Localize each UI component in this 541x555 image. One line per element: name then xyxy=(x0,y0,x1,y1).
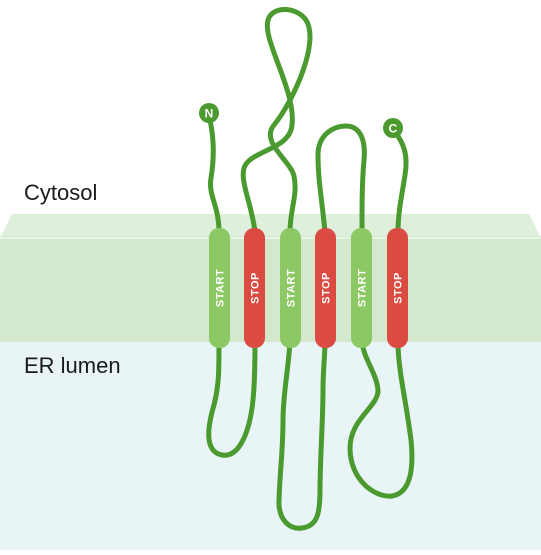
segment-5-label: START xyxy=(357,269,369,307)
polypeptide-chain xyxy=(206,7,415,531)
segment-5-start xyxy=(351,228,372,348)
chain-cytosol-loop-2 xyxy=(315,123,367,235)
segment-2-stop xyxy=(244,228,265,348)
segment-3-start xyxy=(280,228,301,348)
chain-lumen-loop-3 xyxy=(347,339,415,499)
n-terminus-circle xyxy=(199,103,219,123)
segment-2-label: STOP xyxy=(250,272,262,304)
segment-6-stop xyxy=(387,228,408,348)
membrane-top-face xyxy=(0,214,541,238)
chain-cytosol-loop-1 xyxy=(240,7,313,235)
segment-3-label: START xyxy=(286,269,298,307)
segment-4-label: STOP xyxy=(321,272,333,304)
c-terminus: C xyxy=(383,118,403,138)
transmembrane-segments: START STOP START STOP START STOP xyxy=(209,228,408,348)
chain-lumen-loop-1 xyxy=(206,339,258,458)
segment-1-label: START xyxy=(215,269,227,307)
er-lumen-label: ER lumen xyxy=(24,353,121,378)
n-terminus-label: N xyxy=(205,107,214,121)
chain-lumen-loop-2 xyxy=(276,339,328,531)
membrane-body xyxy=(0,236,541,342)
er-lumen-region xyxy=(0,340,541,550)
cytosol-label: Cytosol xyxy=(24,180,97,205)
segment-6-label: STOP xyxy=(393,272,405,304)
segment-1-start xyxy=(209,228,230,348)
c-terminus-label: C xyxy=(389,122,398,136)
c-terminus-circle xyxy=(383,118,403,138)
chain-c-terminal-tail xyxy=(390,127,409,235)
segment-4-stop xyxy=(315,228,336,348)
chain-n-terminal-tail xyxy=(206,113,222,235)
n-terminus: N xyxy=(199,103,219,123)
er-membrane xyxy=(0,214,541,342)
